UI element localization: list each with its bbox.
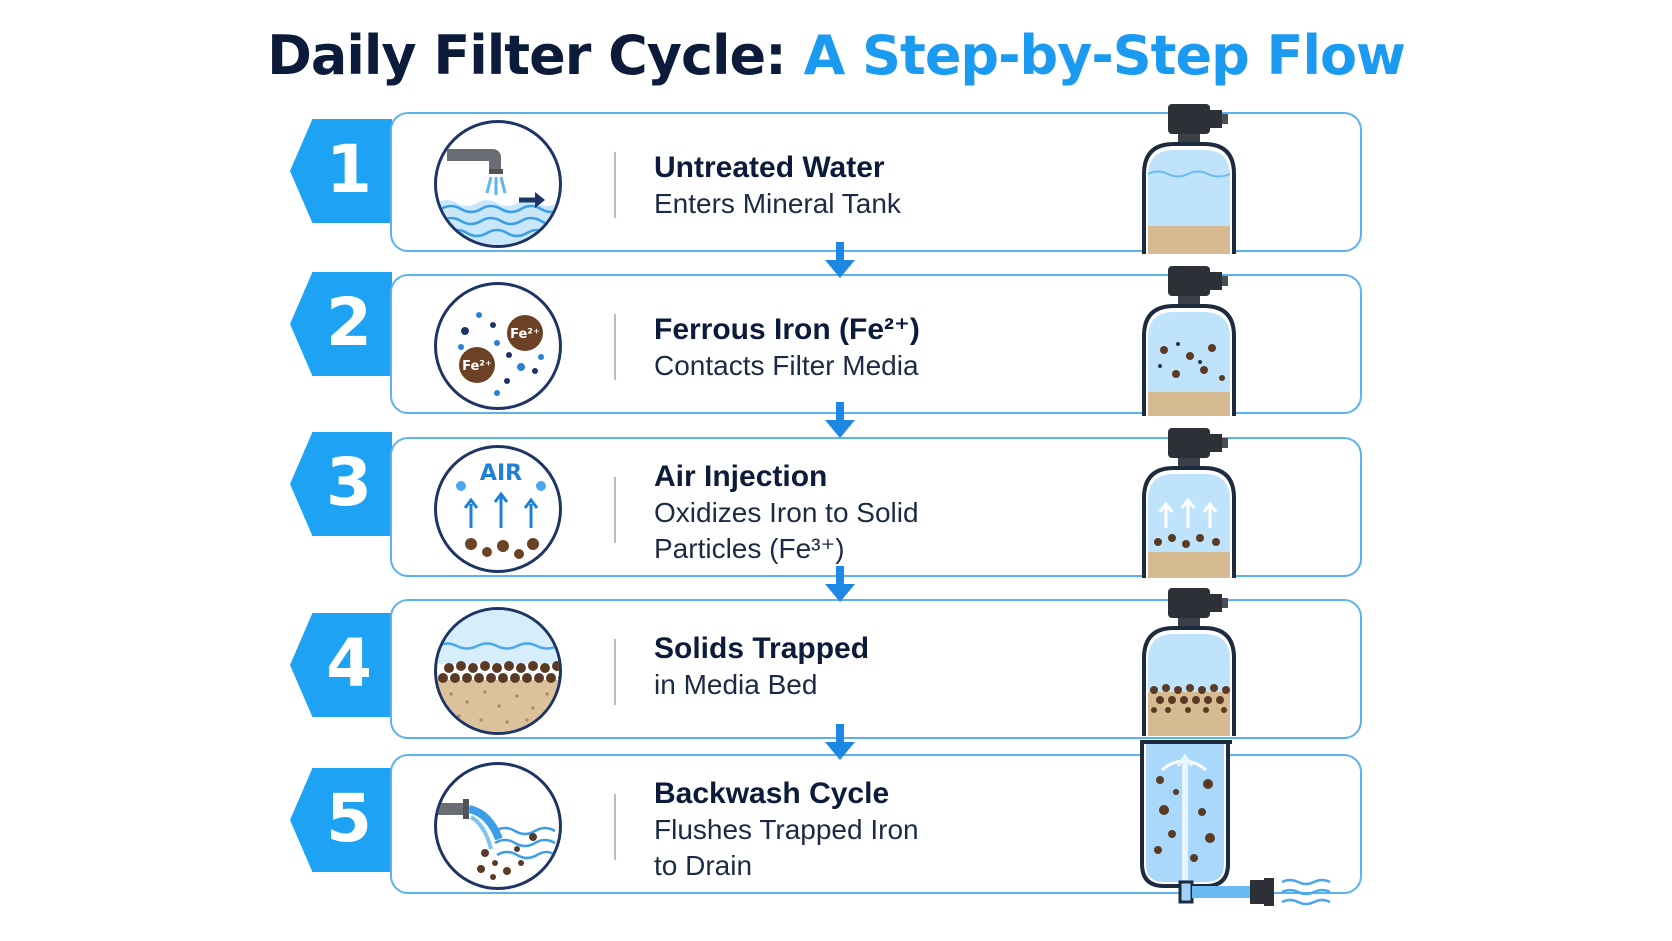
fe-label: Fe²⁺ (510, 327, 540, 342)
iron-particles-icon: Fe²⁺ Fe²⁺ (434, 282, 562, 410)
step-title: Air Injection (654, 460, 828, 493)
down-arrow-icon (825, 402, 855, 438)
backwash-tank-icon (1140, 740, 1331, 906)
step-title: Ferrous Iron (Fe²⁺) (654, 313, 920, 346)
page-title: Daily Filter Cycle: A Step-by-Step Flow (0, 24, 1672, 87)
fe-label: Fe²⁺ (462, 359, 492, 374)
step-badge-3: 3 (290, 432, 392, 536)
step-description: in Media Bed (654, 669, 818, 700)
step-description: Enters Mineral Tank (654, 188, 901, 219)
step-divider (614, 639, 616, 705)
step-number: 1 (326, 131, 372, 208)
faucet-water-icon (434, 120, 562, 248)
step-divider (614, 477, 616, 543)
step-title: Backwash Cycle (654, 777, 890, 810)
step-divider (614, 152, 616, 218)
down-arrow-icon (825, 242, 855, 278)
air-label: AIR (480, 461, 522, 486)
title-part-1: Daily Filter Cycle: (267, 24, 787, 87)
mineral-tank-icon (1142, 104, 1236, 254)
backwash-drain-icon (434, 762, 562, 890)
step-badge-4: 4 (290, 613, 392, 717)
step-description: Oxidizes Iron to Solid Particles (Fe³⁺) (654, 497, 919, 564)
down-arrow-icon (825, 724, 855, 760)
step-description: Flushes Trapped Iron to Drain (654, 814, 919, 881)
step-divider (614, 314, 616, 380)
step-divider (614, 794, 616, 860)
step-badge-1: 1 (290, 119, 392, 223)
step-badge-5: 5 (290, 768, 392, 872)
step-title: Untreated Water (654, 151, 885, 184)
mineral-tank-icon (1142, 588, 1236, 736)
air-injection-icon: AIR (434, 445, 562, 573)
mineral-tank-icon (1142, 428, 1236, 578)
step-number: 3 (326, 444, 372, 521)
title-part-2: A Step-by-Step Flow (803, 24, 1406, 87)
down-arrow-icon (825, 566, 855, 602)
step-description: Contacts Filter Media (654, 350, 919, 381)
step-title: Solids Trapped (654, 632, 870, 665)
step-badge-2: 2 (290, 272, 392, 376)
step-number: 5 (326, 780, 372, 857)
step-number: 2 (326, 284, 372, 361)
mineral-tank-icon (1142, 266, 1236, 416)
step-number: 4 (326, 625, 372, 702)
media-bed-icon (434, 607, 562, 735)
